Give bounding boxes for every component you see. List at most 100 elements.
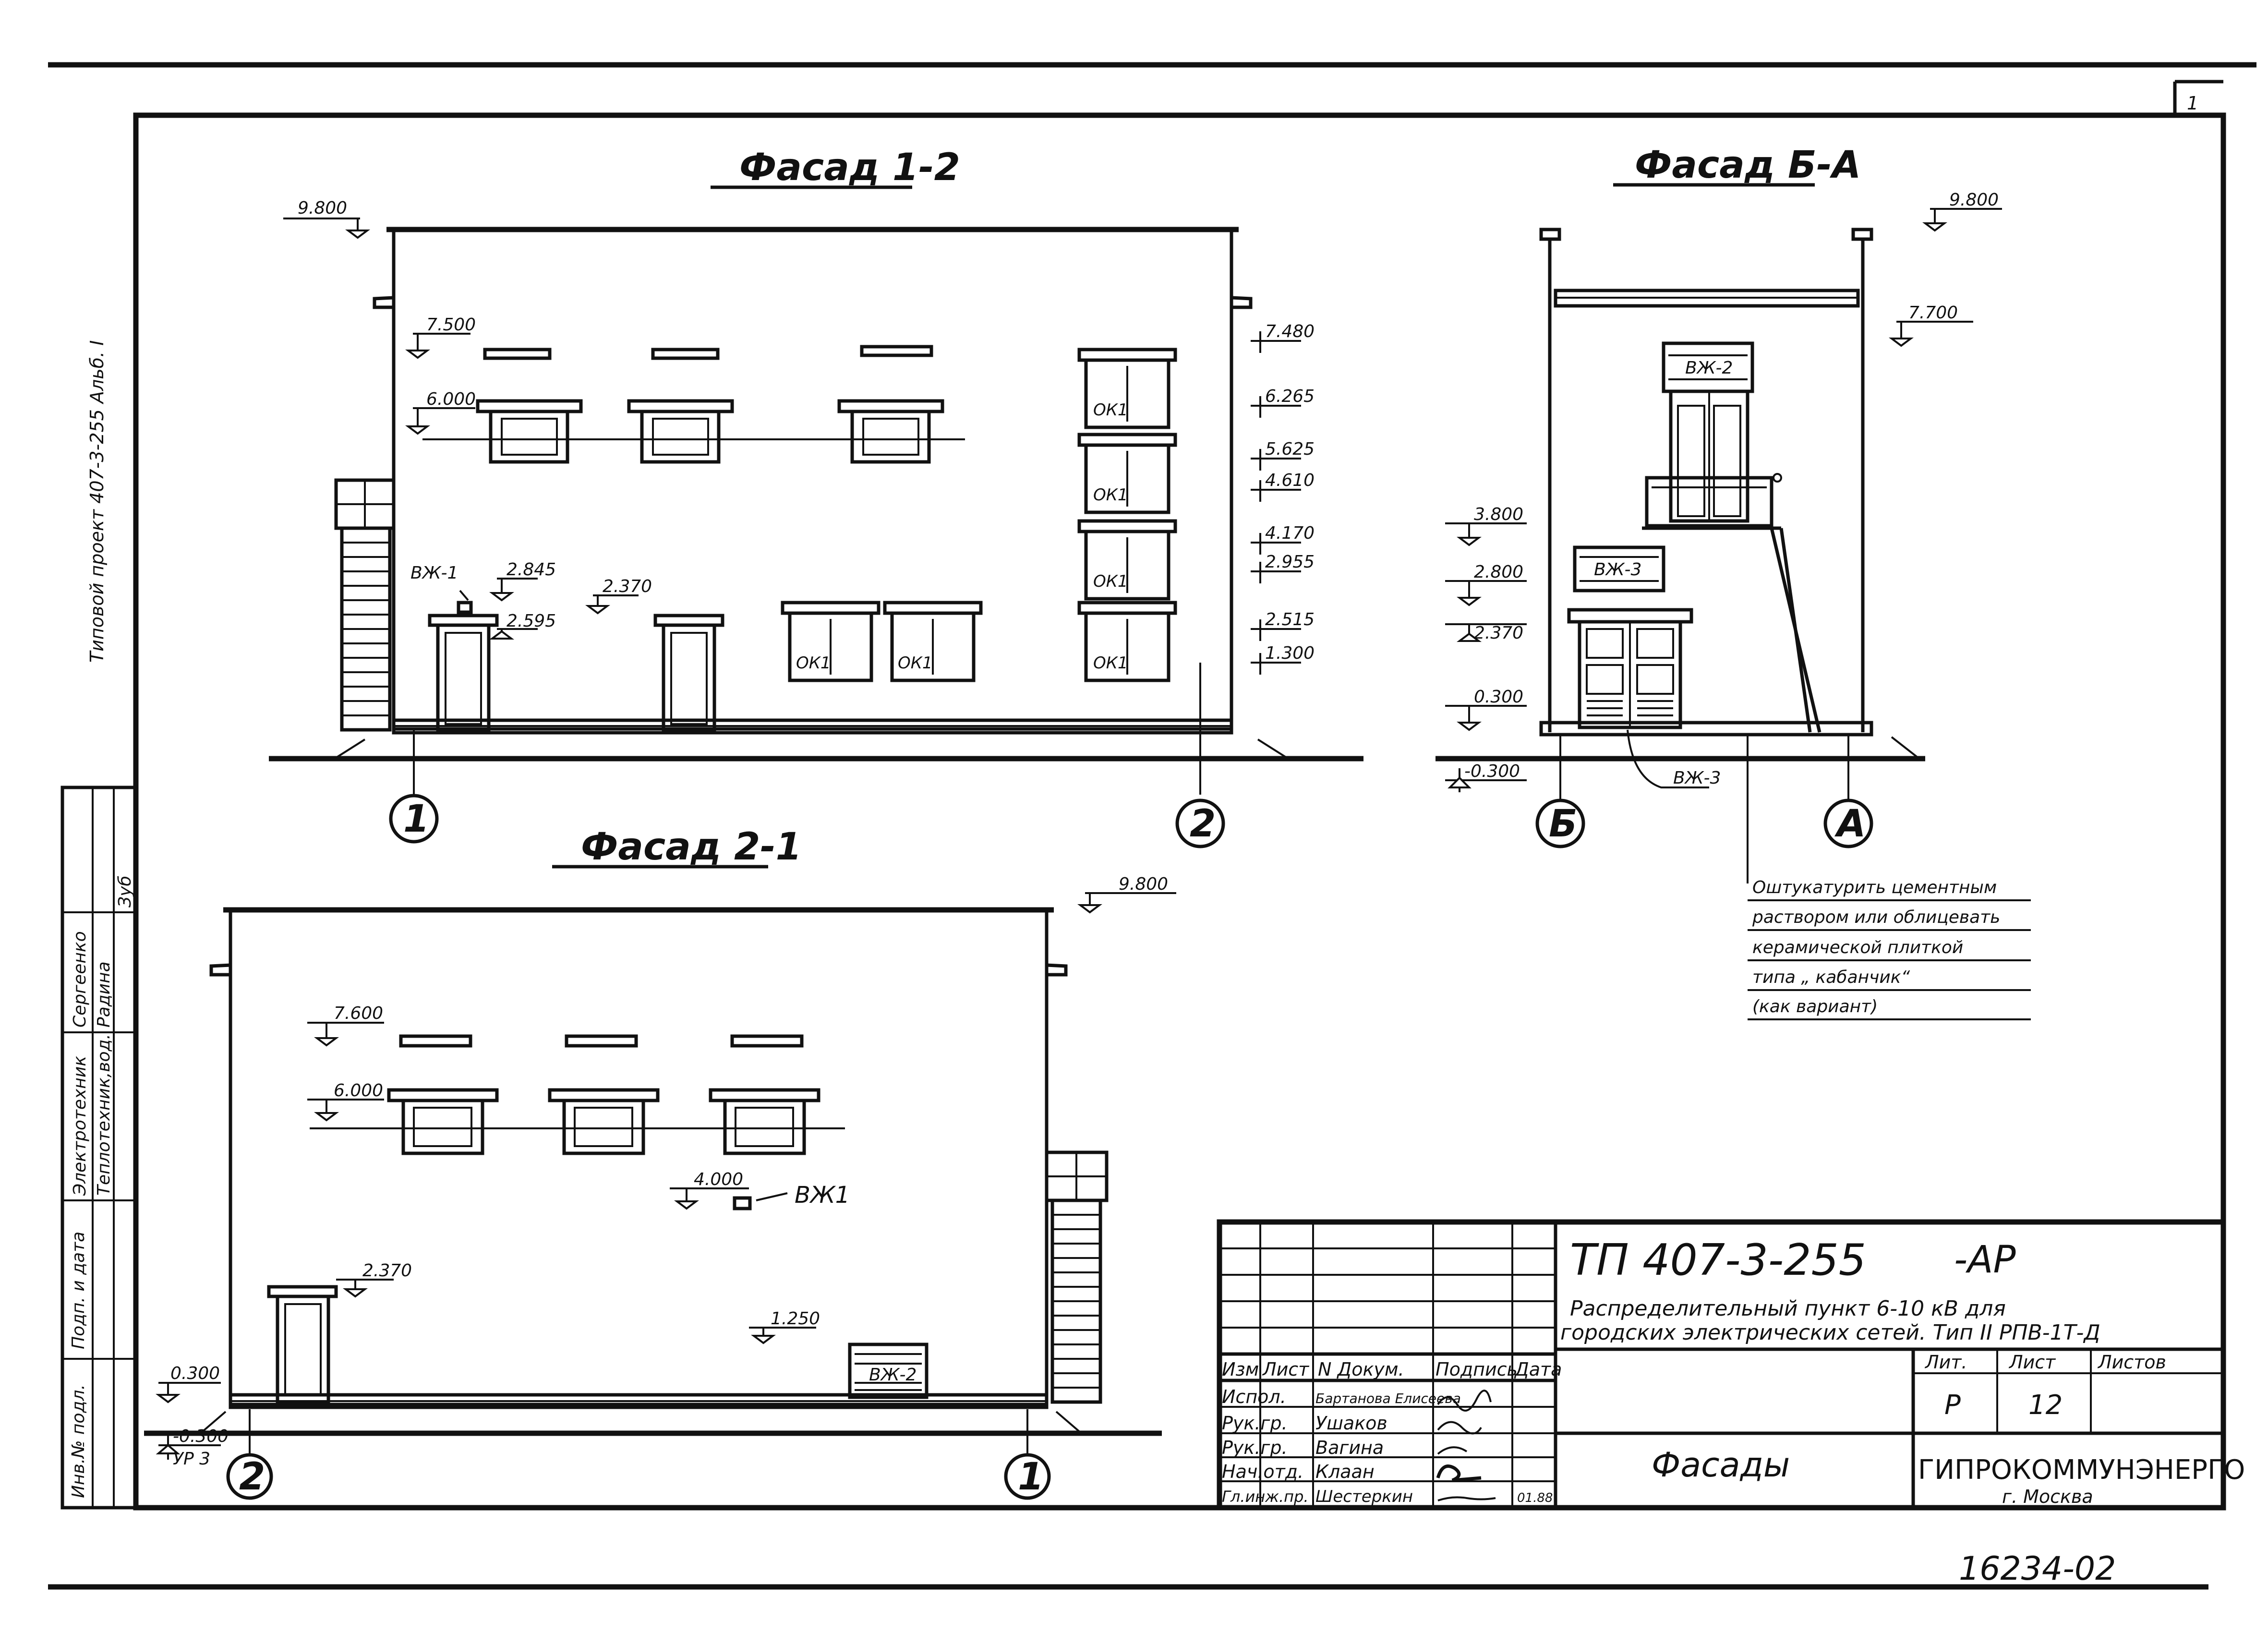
tb-header-2: N Докум.: [1318, 1359, 1404, 1380]
tb-name-4: Шестеркин: [1315, 1487, 1413, 1506]
facade-2-1: Фасад 2-1: [144, 825, 1176, 1500]
stamp-sign: Подп. и дата: [69, 1232, 88, 1349]
vzh1-label-21: ВЖ1: [795, 1182, 850, 1209]
mark-12-top: 9.800: [298, 198, 347, 218]
tb-desc-2: городских электрических сетей. Тип II РП…: [1560, 1320, 2100, 1345]
note-line-3: типа „ кабанчик“: [1752, 968, 1910, 987]
stamp-col1-1: Теплотехник,вод.: [94, 1034, 114, 1196]
mark-ba-3800: 3.800: [1474, 505, 1523, 524]
ok1-label-6: ОК1: [898, 653, 933, 673]
stamp-col3-1: Зуб: [115, 875, 135, 907]
tb-header-0: Изм: [1222, 1359, 1259, 1380]
left-stamp: Инв.№ подл. Подп. и дата Электротехник Т…: [60, 786, 138, 1510]
tb-lit: Р: [1944, 1390, 1961, 1421]
vzh3-label-ba-bottom: ВЖ-3: [1673, 768, 1721, 788]
tb-role-2: Рук.гр.: [1222, 1437, 1288, 1458]
mark-21-4000: 4.000: [694, 1170, 743, 1189]
mark-12-r2955: 2.955: [1265, 552, 1315, 572]
axis-ba-left: Б: [1549, 802, 1577, 846]
mark-12-r2515: 2.515: [1265, 610, 1315, 629]
note-line-1: раствором или облицевать: [1752, 907, 2000, 927]
tb-listov-label: Листов: [2097, 1352, 2166, 1373]
mark-12-2370: 2.370: [603, 577, 652, 596]
vzh2-label-ba: ВЖ-2: [1685, 358, 1733, 378]
mark-21-0300: 0.300: [170, 1364, 220, 1383]
side-note: Типовой проект 407-3-255 Альб. I: [86, 340, 108, 663]
mark-ba-0300: 0.300: [1474, 687, 1523, 707]
tb-header-3: Подпись: [1436, 1359, 1518, 1380]
note-line-4: (как вариант): [1752, 997, 1878, 1016]
axis-21-right: 1: [1018, 1455, 1044, 1499]
mark-21-ur3: УР 3: [173, 1449, 210, 1469]
axis-12-right: 2: [1190, 802, 1216, 846]
vzh2-label-21: ВЖ-2: [869, 1365, 917, 1385]
vzh3-label-ba: ВЖ-3: [1594, 560, 1641, 580]
ok1-label-5: ОК1: [796, 653, 831, 673]
tb-desc-1: Распределительный пункт 6-10 кВ для: [1570, 1296, 2006, 1321]
axis-12-left: 1: [403, 798, 429, 841]
mark-12-r4170: 4.170: [1265, 523, 1315, 543]
mark-ba-2370: 2.370: [1474, 623, 1523, 643]
tb-name-2: Вагина: [1315, 1437, 1384, 1458]
stamp-col2-0: Сергеенко: [70, 931, 90, 1028]
mark-21-top: 9.800: [1119, 874, 1168, 894]
mark-12-2595: 2.595: [507, 611, 556, 631]
ok1-label-4: ОК1: [1093, 653, 1128, 673]
axis-ba-right: А: [1834, 802, 1866, 846]
note-line-0: Оштукатурить цементным: [1752, 878, 1997, 897]
axis-21-left: 2: [239, 1455, 265, 1499]
facade-b-a: Фасад Б-А ВЖ-2 ВЖ-3: [1436, 144, 2031, 1020]
tb-city: г. Москва: [2002, 1486, 2093, 1507]
mark-21-2370: 2.370: [362, 1261, 412, 1281]
tb-sheet-name: Фасады: [1652, 1445, 1790, 1485]
mark-ba-top: 9.800: [1949, 190, 1999, 210]
facade-1-2: Фасад 1-2: [269, 146, 1363, 848]
ok1-label-2: ОК1: [1093, 485, 1128, 505]
tb-header-4: Дата: [1514, 1359, 1562, 1380]
tb-role-0: Испол.: [1222, 1386, 1286, 1407]
mark-12-r6265: 6.265: [1265, 387, 1315, 406]
mark-12-r7480: 7.480: [1265, 322, 1315, 341]
tb-list: 12: [2028, 1390, 2063, 1421]
stamp-col2-1: Радина: [94, 961, 114, 1028]
tb-code-suffix: -АР: [1954, 1238, 2016, 1282]
mark-21-1250: 1.250: [771, 1309, 820, 1329]
note-line-2: керамической плиткой: [1752, 938, 1963, 957]
mark-12-2845: 2.845: [507, 560, 556, 580]
tb-name-3: Клаан: [1315, 1461, 1375, 1482]
tb-role-4: Гл.инж.пр.: [1222, 1488, 1309, 1506]
tb-name-0: Бартанова Елисеева: [1315, 1391, 1461, 1406]
stamp-inv: Инв.№ подл.: [69, 1384, 88, 1498]
vzh1-label-12: ВЖ-1: [410, 563, 458, 583]
sheet-corner-number: 1: [2187, 93, 2198, 114]
facade-12-title: Фасад 1-2: [739, 146, 960, 189]
mark-12-7500: 7.500: [426, 315, 476, 335]
tb-date-last: 01.88: [1517, 1491, 1553, 1505]
finish-note: Оштукатурить цементным раствором или обл…: [1747, 735, 2031, 1020]
mark-21-7600: 7.600: [334, 1004, 383, 1023]
ok1-label-1: ОК1: [1093, 400, 1128, 420]
mark-12-r1300: 1.300: [1265, 643, 1315, 663]
stamp-col1-0: Электротехник: [70, 1056, 90, 1196]
mark-21-6000: 6.000: [334, 1081, 383, 1101]
bottom-number: 16234-02: [1959, 1550, 2116, 1588]
mark-21-m0300: -0.300: [173, 1427, 229, 1446]
tb-role-3: Нач.отд.: [1222, 1461, 1303, 1482]
tb-name-1: Ушаков: [1315, 1413, 1387, 1434]
tb-role-1: Рук.гр.: [1222, 1413, 1288, 1434]
ok1-label-3: ОК1: [1093, 572, 1128, 591]
facade-ba-title: Фасад Б-А: [1635, 144, 1861, 187]
tb-header-1: Лист: [1262, 1359, 1310, 1380]
tb-org: ГИПРОКОММУНЭНЕРГО: [1918, 1454, 2245, 1486]
facade-21-title: Фасад 2-1: [581, 825, 802, 869]
title-block: Изм Лист N Докум. Подпись Дата Испол. Ру…: [1217, 1219, 2245, 1511]
mark-12-6000: 6.000: [426, 389, 476, 409]
mark-ba-2800: 2.800: [1474, 562, 1523, 582]
tb-list-label: Лист: [2008, 1352, 2056, 1373]
tb-code: ТП 407-3-255: [1570, 1235, 1866, 1285]
tb-lit-label: Лит.: [1924, 1352, 1967, 1373]
mark-12-r4610: 4.610: [1265, 471, 1315, 490]
mark-ba-m0300: -0.300: [1464, 762, 1520, 781]
mark-12-r5625: 5.625: [1265, 439, 1315, 459]
